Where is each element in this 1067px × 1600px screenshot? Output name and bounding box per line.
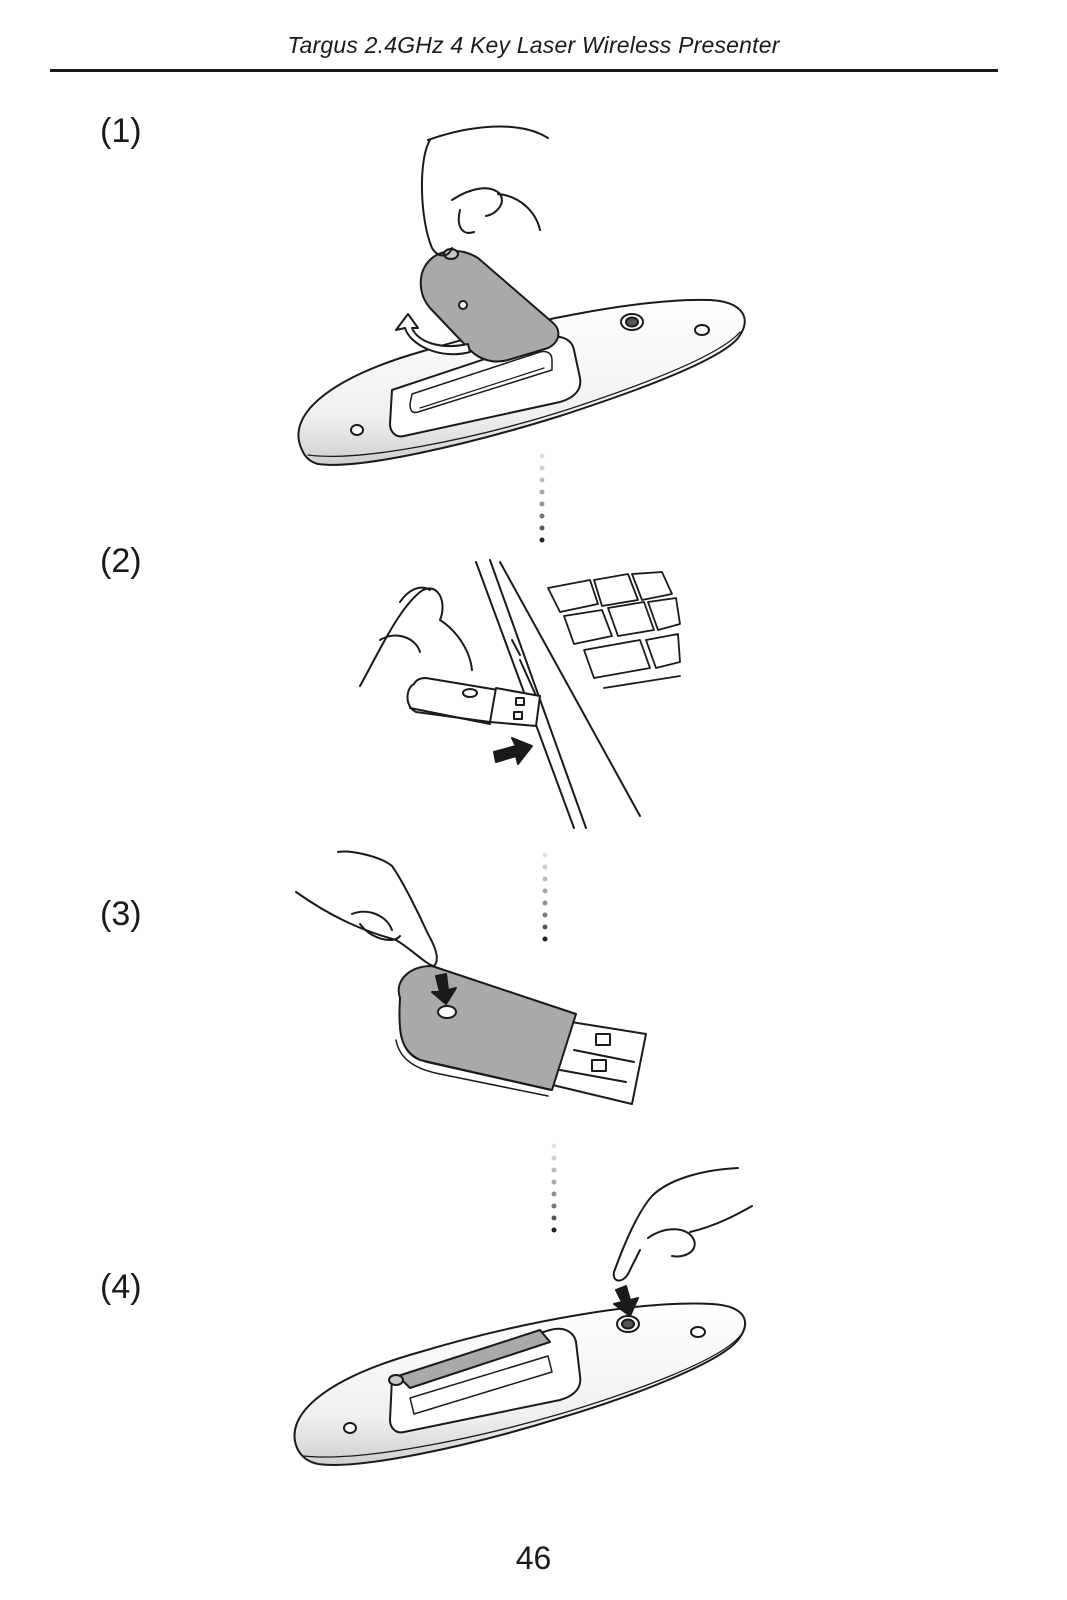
hand-drawing	[295, 850, 438, 967]
hand-drawing	[420, 125, 549, 257]
step-label-4: (4)	[100, 1268, 142, 1306]
header-rule	[50, 69, 998, 72]
lift-arrow-icon	[395, 313, 471, 356]
step-label-2: (2)	[100, 542, 142, 580]
dotted-connector-2	[542, 852, 548, 942]
hand-drawing	[612, 1167, 753, 1282]
receiver-body	[397, 965, 577, 1091]
stored-receiver	[397, 1329, 551, 1389]
open-battery-cover-illustration	[297, 125, 746, 466]
connect-button-icon	[620, 313, 644, 331]
page-number: 46	[515, 1540, 552, 1576]
usb-receiver	[406, 677, 499, 723]
presenter-connect-button-icon	[616, 1315, 640, 1333]
dotted-connector-1	[539, 453, 545, 543]
laptop-keyboard	[547, 571, 681, 689]
battery-cover	[419, 250, 560, 363]
running-head: Targus 2.4GHz 4 Key Laser Wireless Prese…	[287, 32, 780, 58]
hand-drawing	[359, 586, 473, 687]
step-label-1: (1)	[100, 112, 142, 150]
press-presenter-connect-button-illustration	[293, 1167, 753, 1466]
insert-usb-receiver-illustration	[359, 559, 681, 829]
insert-arrow-icon	[493, 737, 533, 765]
receiver-connect-button-icon	[437, 1005, 457, 1019]
press-arrow-icon	[613, 1285, 639, 1317]
press-receiver-connect-button-illustration	[295, 850, 647, 1105]
press-arrow-icon	[431, 973, 457, 1005]
step-label-3: (3)	[100, 895, 142, 933]
dotted-connector-3	[551, 1143, 557, 1233]
